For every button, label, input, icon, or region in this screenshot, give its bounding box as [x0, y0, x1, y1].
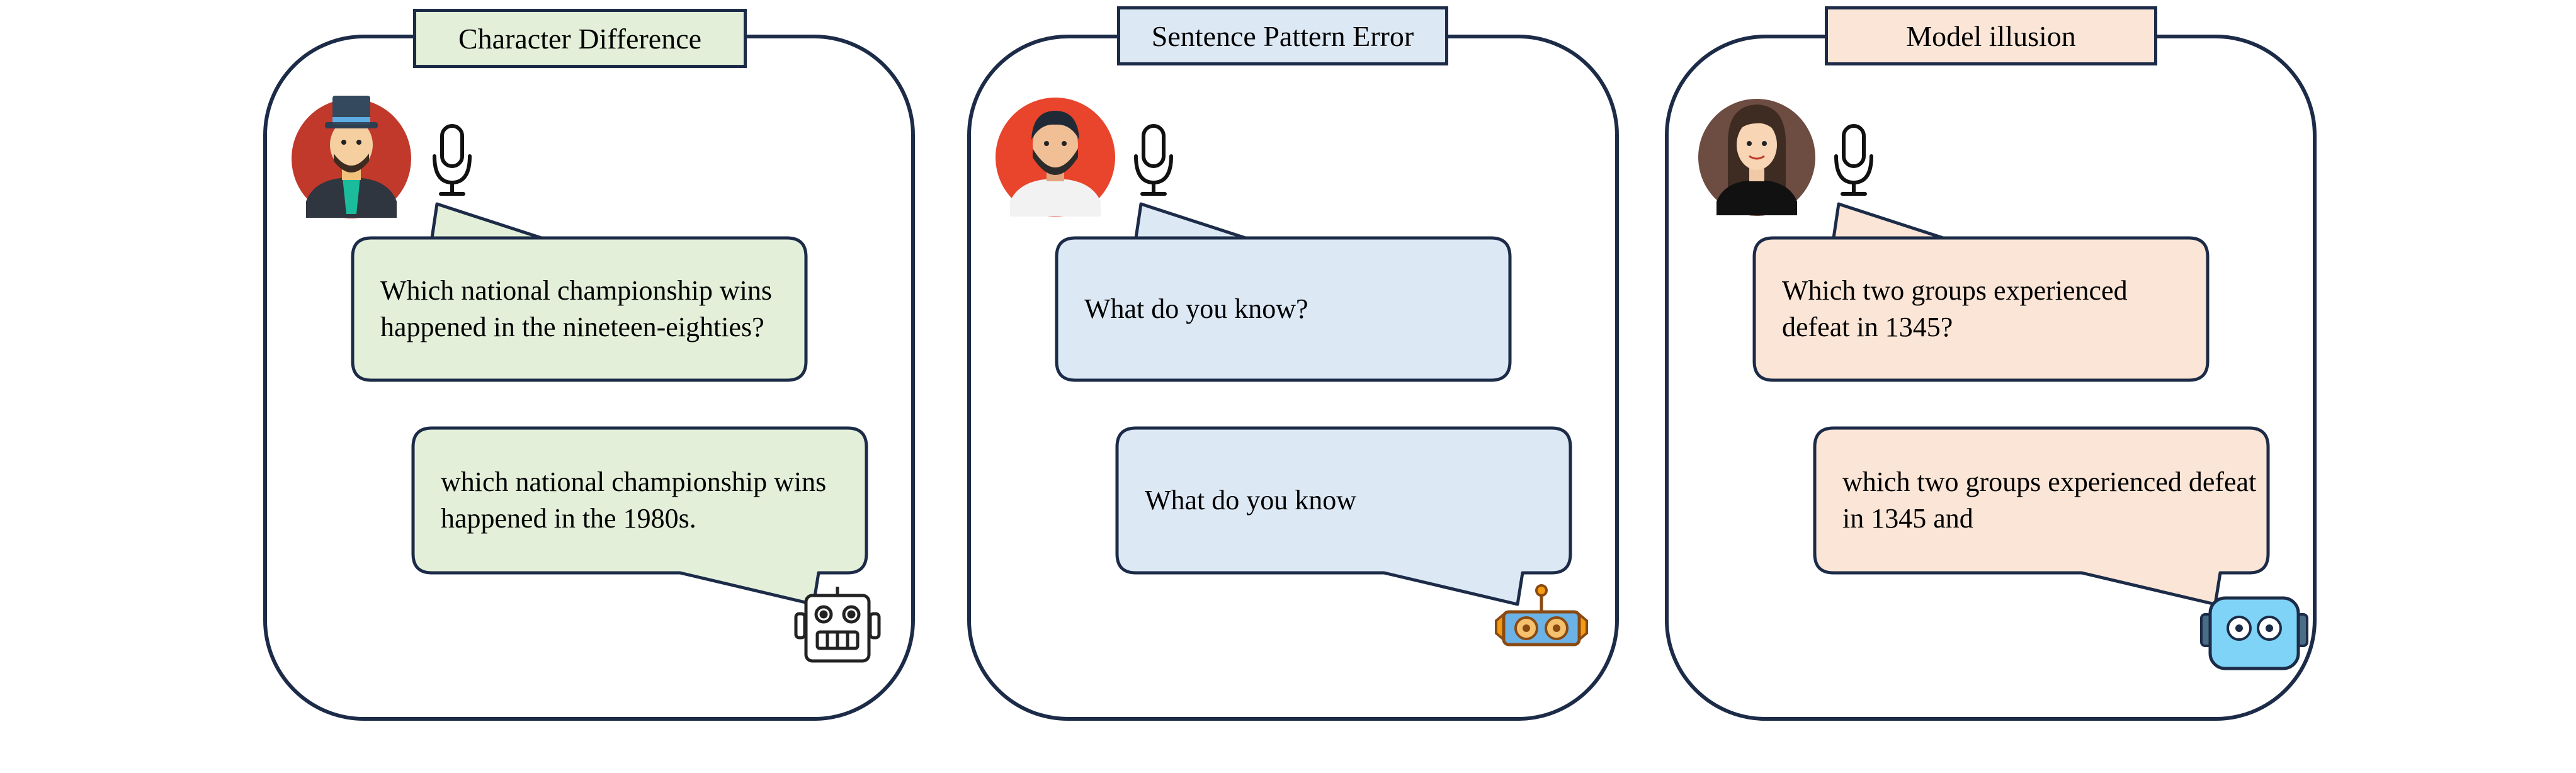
user-speech-bubble	[351, 202, 808, 382]
bot-message-text: which national championship wins happene…	[441, 466, 827, 534]
bot-speech-bubble	[1115, 426, 1572, 606]
bearded-man-avatar	[996, 98, 1115, 217]
panel-title-model-illusion: Model illusion	[1825, 6, 2157, 65]
robot-blue-icon	[2200, 596, 2308, 670]
user-message-text: What do you know?	[1084, 293, 1308, 324]
microphone-icon	[433, 124, 472, 196]
microphone-icon	[1834, 124, 1873, 196]
robot-line-icon	[794, 587, 881, 663]
panel-title-sentence-pattern-error: Sentence Pattern Error	[1117, 6, 1448, 65]
user-speech-bubble	[1055, 202, 1512, 382]
microphone-icon	[1134, 124, 1173, 196]
user-message-text: Which two groups experienced defeat in 1…	[1782, 275, 2128, 342]
bot-message-text: which two groups experienced defeat in 1…	[1842, 466, 2257, 534]
bot-speech-bubble	[1813, 426, 2270, 606]
man-with-top-hat-avatar	[292, 96, 411, 218]
user-message-text: Which national championship wins happene…	[380, 275, 772, 342]
bot-speech-bubble	[411, 426, 868, 606]
user-speech-bubble	[1752, 202, 2210, 382]
panel-title-character-difference: Character Difference	[413, 9, 747, 68]
bot-message-text: What do you know	[1145, 485, 1357, 516]
robot-orange-icon	[1495, 584, 1588, 646]
woman-avatar	[1698, 99, 1815, 216]
